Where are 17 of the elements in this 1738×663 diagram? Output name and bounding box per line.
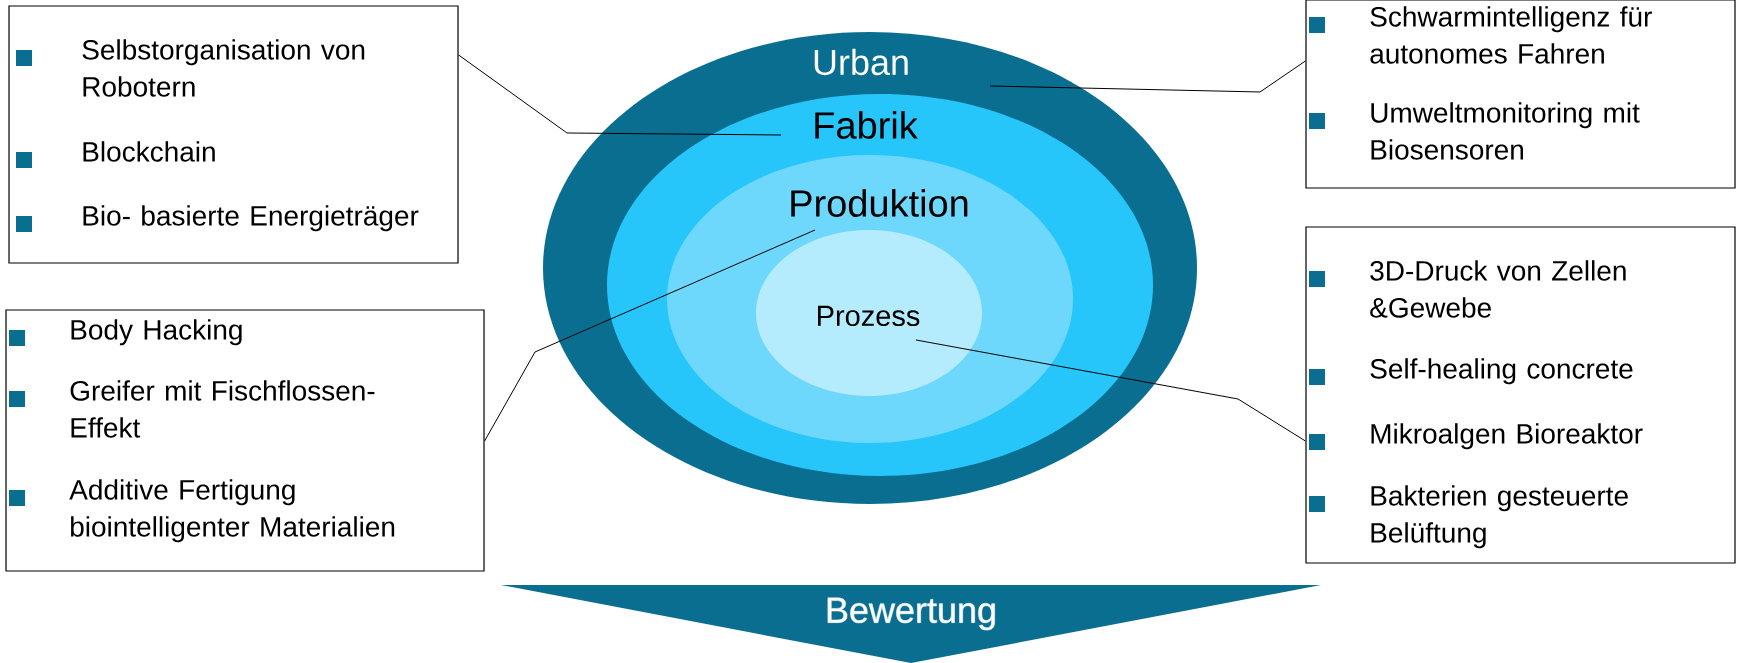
list-item: Schwarmintelligenz für autonomes Fahren	[1370, 6, 1652, 64]
leader-line	[484, 229, 816, 442]
list-item: Blockchain	[83, 141, 215, 162]
list-item: Body Hacking	[71, 319, 242, 346]
leader-line	[915, 339, 1306, 442]
list-item: 3D-Druck von Zellen &Gewebe	[1370, 260, 1626, 318]
list-item: Bakterien gesteuerte Belüftung	[1371, 485, 1628, 549]
list-item: Mikroalgen Bioreaktor	[1371, 423, 1643, 450]
list-item: Greifer mit Fischflossen- Effekt	[70, 380, 375, 438]
list-item: Self-healing concrete	[1370, 358, 1633, 385]
leader-line	[989, 60, 1306, 93]
list-item: Umweltmonitoring mit Biosensoren	[1371, 102, 1640, 160]
list-item: Selbstorganisation von Robotern	[82, 39, 365, 97]
list-item: Additive Fertigung biointelligenter Materialien	[69, 479, 395, 543]
leader-line	[458, 54, 782, 136]
arrow-banner: Bewertung	[501, 585, 1321, 663]
list-item: Bio- basierte Energieträger	[83, 205, 419, 232]
